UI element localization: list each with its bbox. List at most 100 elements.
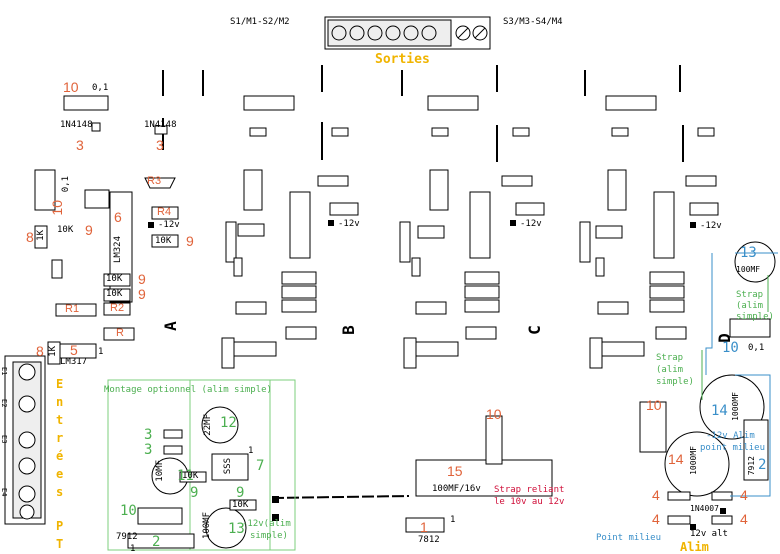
strap2-line3: simple) xyxy=(656,377,694,387)
ref-3-a: 3 xyxy=(76,137,84,153)
inputs-letter-6: s xyxy=(56,485,64,499)
strap1-line3: simple) xyxy=(736,312,774,322)
ref-3-opt2: 3 xyxy=(144,442,153,458)
minus12-d: -12v xyxy=(700,221,722,231)
diode-1n4148-b: 1N4148 xyxy=(144,120,177,130)
minus12-alim-opt: -12v(alim xyxy=(242,519,291,529)
channel-components xyxy=(34,95,719,369)
inputs-letter-0: E xyxy=(56,377,64,391)
ref-9-opt1: 9 xyxy=(190,485,199,501)
outputs-title: Sorties xyxy=(375,52,430,67)
diode-1n4148-a: 1N4148 xyxy=(60,120,93,130)
strap-link-line1: Strap reliant xyxy=(494,485,565,495)
pin-1-7812: 1 xyxy=(450,515,456,525)
pin-1-sss: 1 xyxy=(248,446,254,456)
resistor-10k-opt1: 10K xyxy=(182,471,199,481)
part-sss: SSS xyxy=(223,458,233,475)
ref-12: 12 xyxy=(220,415,237,431)
optional-montage-box xyxy=(107,379,296,551)
reg-lm317: LM317 xyxy=(60,357,88,367)
resistor-10k-a1: 10K xyxy=(57,225,74,235)
ref-9-a4: 9 xyxy=(138,271,146,287)
ref-8-b: 8 xyxy=(36,343,44,359)
ref-5: 5 xyxy=(70,342,78,358)
inputs-letter-5: e xyxy=(56,467,64,481)
minus12-alim-pm: -12v Alim xyxy=(706,431,755,441)
channel-b-label: B xyxy=(338,325,358,335)
cap-0-1-a: 0,1 xyxy=(92,83,109,93)
reg-7912-right: 7912 xyxy=(747,456,756,476)
diode-1n4007: 1N4007 xyxy=(690,504,719,513)
ref-4-c: 4 xyxy=(740,487,748,503)
cap-22mf: 22MF xyxy=(203,414,213,436)
outputs-s1s2-label: S1/M1-S2/M2 xyxy=(230,17,290,27)
ref-10-c: 10 xyxy=(486,406,502,422)
inputs-letter-3: r xyxy=(56,431,64,445)
minus12-c: -12v xyxy=(520,219,542,229)
ic-lm324: LM324 xyxy=(113,236,123,264)
inputs-letter-1: n xyxy=(56,395,64,409)
cap-100mf-16v: 100MF/16v xyxy=(432,484,481,494)
input-pin-e3: E3 xyxy=(0,435,8,444)
alim-12v-alt: 12v alt xyxy=(690,529,728,539)
strap2-line1: Strap xyxy=(656,353,684,363)
cap-10mf: 10MF xyxy=(155,460,165,482)
cap-1000mf: 1000MF xyxy=(689,446,698,475)
pin-1-a: 1 xyxy=(98,347,104,357)
ref-r4: R4 xyxy=(157,206,172,218)
ref-9-opt2: 9 xyxy=(236,485,245,501)
resistor-10k-a3: 10K xyxy=(155,236,172,246)
ref-10-opt: 10 xyxy=(120,503,137,519)
minus12-a: -12v xyxy=(158,220,180,230)
channel-c-label: C xyxy=(524,325,544,335)
ref-9-a3: 9 xyxy=(186,233,194,249)
ref-6: 6 xyxy=(114,209,122,225)
ref-15: 15 xyxy=(447,463,463,479)
ref-r3: R3 xyxy=(147,175,162,187)
ref-r: R xyxy=(116,327,124,339)
output-terminal-block xyxy=(324,16,491,50)
strap2-line2: (alim xyxy=(656,365,684,375)
ref-4-b: 4 xyxy=(652,511,660,527)
channel-a-label: A xyxy=(160,321,180,331)
cap-100mf-opt: 100MF xyxy=(202,512,212,540)
pt-letter-1: T xyxy=(56,537,64,551)
ref-4-a: 4 xyxy=(652,487,660,503)
ref-2-right: 2 xyxy=(758,457,767,473)
divider-lines xyxy=(162,65,684,499)
ref-13-opt: 13 xyxy=(228,521,245,537)
blue-strap-lines xyxy=(705,252,778,497)
ref-3-opt1: 3 xyxy=(144,427,153,443)
alim-simple-opt: simple) xyxy=(250,531,288,541)
point-milieu-2: point milieu xyxy=(700,443,766,453)
ref-14-b: 14 xyxy=(711,403,728,419)
pin-1-opt: 1 xyxy=(130,544,136,554)
cap-0-1-vertical: 0,1 xyxy=(61,176,71,193)
ref-4-d: 4 xyxy=(740,511,748,527)
alim-title: Alim xyxy=(680,540,709,554)
ref-9-a1: 9 xyxy=(85,222,93,238)
reg-7912-opt: 7912 xyxy=(116,532,138,542)
ref-2-opt: 2 xyxy=(152,534,161,550)
strap1-line1: Strap xyxy=(736,290,764,300)
input-pin-e2: E2 xyxy=(0,399,8,408)
ref-r2: R2 xyxy=(110,302,125,314)
input-terminal-block xyxy=(4,355,46,525)
ref-13-b: 13 xyxy=(740,245,757,261)
resistor-1k-a: 1K xyxy=(36,230,46,241)
resistor-10k-opt2: 10K xyxy=(232,500,249,510)
ref-r1: R1 xyxy=(65,303,80,315)
pt-letter-0: P xyxy=(56,519,64,533)
power-supply-components xyxy=(405,241,776,533)
cap-1000mf-b: 1000MF xyxy=(731,392,740,421)
ref-10-e: 10 xyxy=(646,397,662,413)
ref-1: 1 xyxy=(420,519,428,535)
ref-7: 7 xyxy=(256,458,265,474)
ref-10-d: 10 xyxy=(722,340,739,356)
ref-3-b: 3 xyxy=(156,137,164,153)
green-strap-lines xyxy=(701,275,769,400)
minus12-b: -12v xyxy=(338,219,360,229)
ref-11: 11 xyxy=(177,468,194,484)
resistor-1k-b: 1K xyxy=(48,346,58,357)
